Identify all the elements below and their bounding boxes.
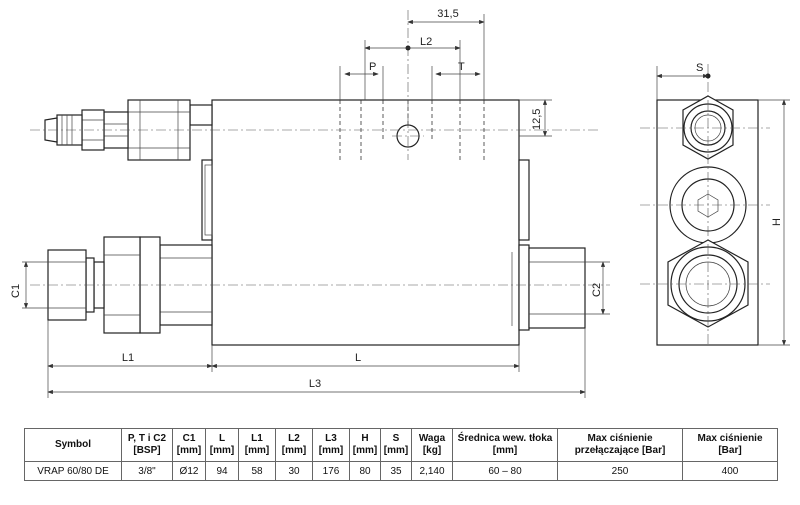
cell-l1: 58	[238, 461, 276, 481]
dim-l1-label: L1	[122, 352, 134, 364]
header-l2: L2[mm]	[275, 428, 313, 462]
header-h: H[mm]	[349, 428, 381, 462]
dim-31-5-label: 31,5	[437, 8, 458, 20]
cell-l: 94	[205, 461, 239, 481]
dim-c2-label: C2	[591, 283, 603, 297]
cell-s: 35	[380, 461, 412, 481]
table-row: VRAP 60/80 DE 3/8" Ø12 94 58 30 176 80 3…	[24, 461, 778, 481]
header-s: S[mm]	[380, 428, 412, 462]
right-boss	[518, 159, 530, 241]
cell-h: 80	[349, 461, 381, 481]
dim-h-label: H	[771, 218, 783, 226]
cell-l2: 30	[275, 461, 313, 481]
cell-max-switch-pressure: 250	[557, 461, 683, 481]
technical-drawing: 31,5 L2 P T 12,5 C1 C2	[10, 8, 790, 398]
dim-p-label: P	[369, 61, 376, 73]
side-view: S H	[640, 62, 790, 346]
header-piston-diameter: Średnica wew. tłoka[mm]	[452, 428, 558, 462]
header-ports: P, T i C2[BSP]	[121, 428, 173, 462]
dim-l2-label: L2	[420, 36, 432, 48]
header-c1: C1[mm]	[172, 428, 206, 462]
cell-waga: 2,140	[411, 461, 453, 481]
cell-symbol: VRAP 60/80 DE	[24, 461, 122, 481]
cell-l3: 176	[312, 461, 350, 481]
dim-l-label: L	[355, 352, 361, 364]
dim-s-label: S	[696, 62, 703, 74]
left-boss-inner	[204, 164, 213, 236]
dim-t-label: T	[458, 61, 465, 73]
front-view: 31,5 L2 P T 12,5 C1 C2	[10, 8, 610, 398]
header-l3: L3[mm]	[312, 428, 350, 462]
dim-c1-label: C1	[10, 284, 22, 298]
header-l1: L1[mm]	[238, 428, 276, 462]
dim-l3-label: L3	[309, 378, 321, 390]
cell-ports: 3/8"	[121, 461, 173, 481]
right-fitting	[511, 244, 586, 331]
header-waga: Waga[kg]	[411, 428, 453, 462]
header-symbol: Symbol	[24, 428, 122, 462]
cell-max-pressure: 400	[682, 461, 778, 481]
dim-12-5-label: 12,5	[531, 109, 543, 130]
spec-table-header-row: Symbol P, T i C2[BSP] C1[mm] L[mm] L1[mm…	[24, 428, 778, 462]
header-max-pressure: Max ciśnienie[Bar]	[682, 428, 778, 462]
cell-piston-diameter: 60 – 80	[452, 461, 558, 481]
cell-c1: Ø12	[172, 461, 206, 481]
header-l: L[mm]	[205, 428, 239, 462]
valve-body	[211, 99, 520, 346]
left-boss	[201, 159, 213, 241]
spec-table: Symbol P, T i C2[BSP] C1[mm] L[mm] L1[mm…	[24, 428, 778, 481]
